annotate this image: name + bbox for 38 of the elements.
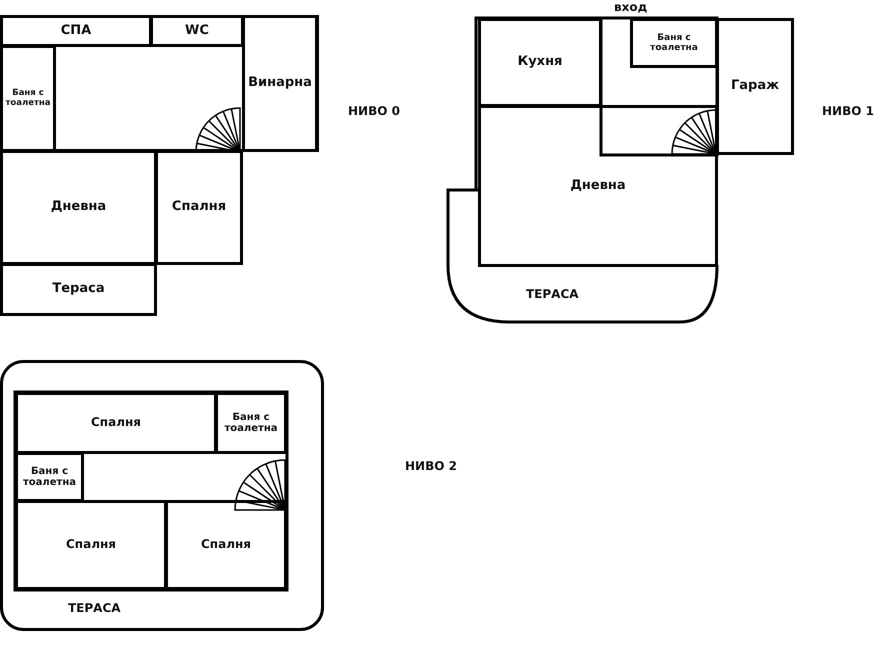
- room-label: Дневна: [50, 200, 106, 215]
- room-label: Кухня: [518, 55, 562, 70]
- room-outline: [0, 15, 152, 47]
- plan-label: ТЕРАСА: [68, 601, 121, 615]
- plan-label: НИВО 2: [405, 459, 457, 473]
- room-outline: [150, 15, 244, 47]
- plan-label: вход: [614, 0, 648, 14]
- plan-label: ТЕРАСА: [526, 287, 579, 301]
- room-label: WC: [185, 24, 209, 38]
- room-label: Баня с тоалетна: [224, 412, 278, 434]
- room-label: Гараж: [730, 79, 780, 94]
- room-outline: [15, 392, 217, 454]
- room-outline: [0, 45, 56, 152]
- room-outline: [0, 263, 157, 316]
- room-label: Винарна: [248, 76, 312, 91]
- room-outline: [165, 500, 287, 590]
- room-outline: [15, 452, 84, 502]
- room-outline: [15, 500, 167, 590]
- room-outline: [242, 15, 318, 152]
- room-label: СПА: [60, 24, 92, 38]
- room-label: Баня с тоалетна: [22, 466, 77, 488]
- room-outline: [0, 150, 157, 265]
- room-label: Тераса: [52, 282, 105, 297]
- room-label: Спалня: [91, 416, 141, 430]
- room-label: Баня с тоалетна: [4, 88, 52, 108]
- plan-label: НИВО 1: [822, 104, 874, 118]
- room-label: Спалня: [66, 538, 116, 552]
- room-outline: [716, 18, 794, 155]
- room-outline: [155, 150, 243, 265]
- room-outline: [478, 18, 602, 107]
- room-label: Спалня: [201, 538, 251, 552]
- plan-label: НИВО 0: [348, 104, 400, 118]
- room-label: Спалня: [172, 200, 226, 215]
- room-label: Дневна: [570, 178, 626, 194]
- room-outline: [478, 105, 718, 267]
- room-outline: [630, 18, 718, 68]
- room-outline: [215, 392, 287, 454]
- room-label: Баня с тоалетна: [649, 32, 699, 54]
